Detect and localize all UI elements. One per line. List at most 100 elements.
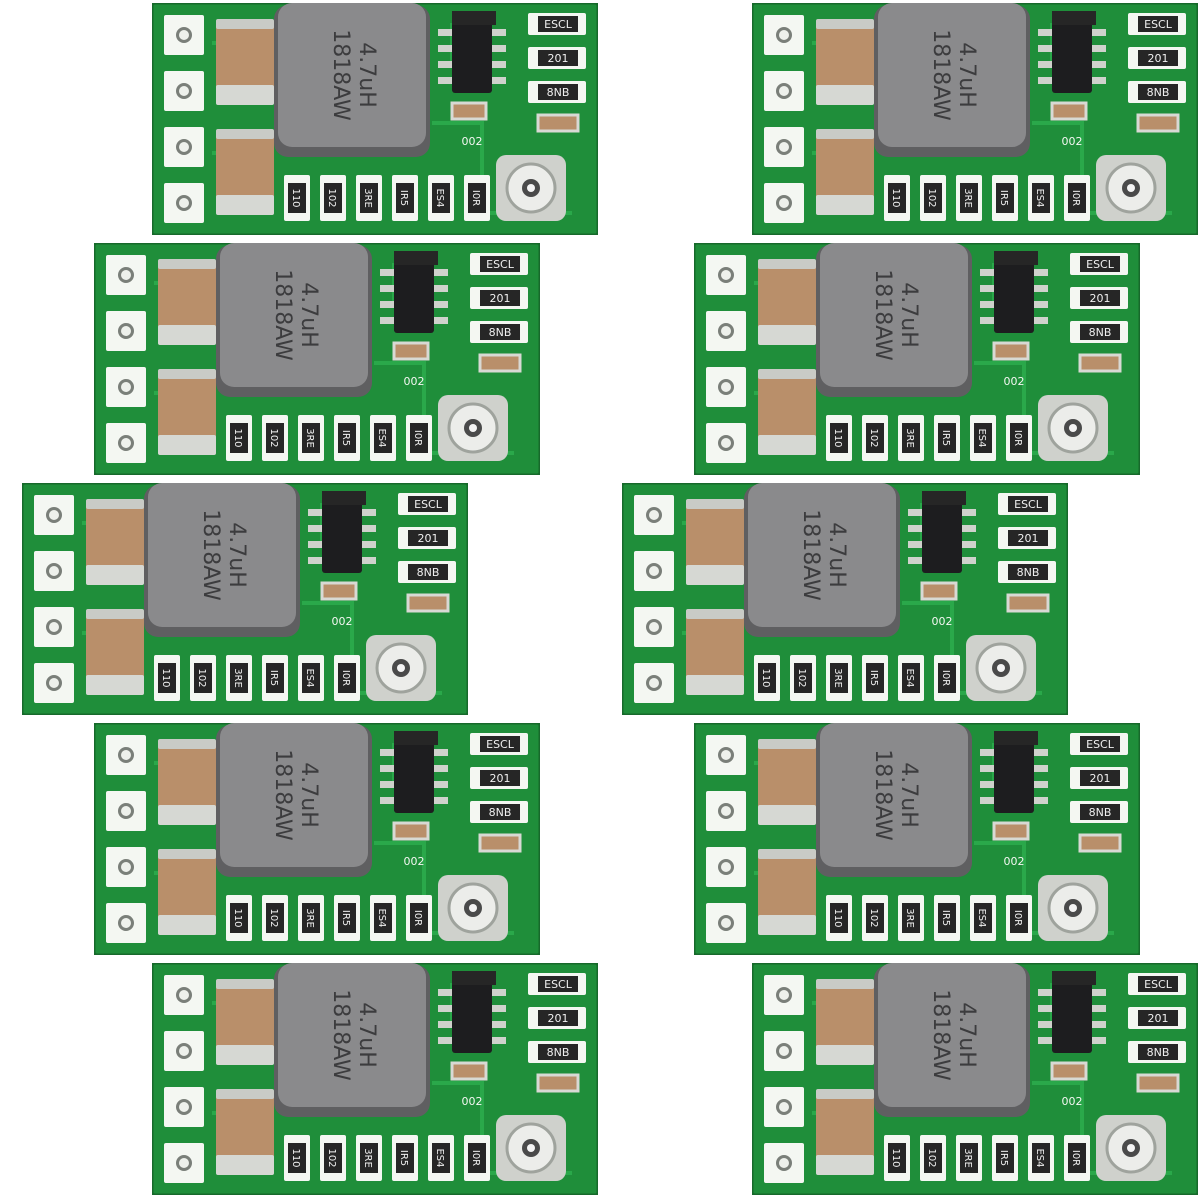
resistor-marking-group: I0R xyxy=(1070,190,1081,206)
capacitor-terminal xyxy=(816,979,874,989)
resistor-marking-group: 110 xyxy=(832,908,843,927)
resistor-marking: IR5 xyxy=(998,190,1009,206)
inductor-value: 4.7uH xyxy=(296,762,321,827)
via-hole-center xyxy=(121,750,131,760)
resistor-marking-group: 102 xyxy=(268,428,279,447)
capacitor xyxy=(158,259,216,345)
capacitor xyxy=(816,129,874,215)
resistor-marking: 102 xyxy=(926,188,937,207)
ic-pin xyxy=(434,749,448,756)
potentiometer-screw-center xyxy=(1069,904,1077,912)
ic-pin xyxy=(308,541,322,548)
via-hole-center xyxy=(179,1046,189,1056)
resistor-marking: 110 xyxy=(232,908,243,927)
resistor-marking-group: ES4 xyxy=(434,1148,445,1167)
smd-resistor xyxy=(360,1143,378,1173)
via-hole-center xyxy=(49,622,59,632)
smd-capacitor xyxy=(992,341,1030,361)
resistor-marking: 110 xyxy=(232,428,243,447)
capacitor-terminal xyxy=(816,85,874,105)
resistor-marking-group: 102 xyxy=(326,1148,337,1167)
inductor-value: 4.7uH xyxy=(224,522,249,587)
resistor-marking: 8NB xyxy=(1089,326,1112,339)
resistor-marking: IR5 xyxy=(868,670,879,686)
capacitor-terminal xyxy=(158,259,216,269)
resistor-marking: 201 xyxy=(490,292,511,305)
resistor-marking: 8NB xyxy=(417,566,440,579)
resistor-marking: IR5 xyxy=(340,430,351,446)
ic-pin xyxy=(362,541,376,548)
resistor-marking-group: 110 xyxy=(232,908,243,927)
resistor-marking-group: 102 xyxy=(926,1148,937,1167)
ic-pin xyxy=(1092,45,1106,52)
capacitor xyxy=(86,609,144,695)
resistor-marking-group: 102 xyxy=(868,428,879,447)
resistor-marking-group: ES4 xyxy=(976,428,987,447)
smd-resistor xyxy=(410,903,428,933)
ic-bottom-marking: 002 xyxy=(1004,855,1025,868)
ic-pin xyxy=(1034,317,1048,324)
resistor-marking-group: 102 xyxy=(326,188,337,207)
ic-pin xyxy=(308,557,322,564)
smd-capacitor xyxy=(450,1061,488,1081)
smd-resistor xyxy=(302,903,320,933)
ic-pin xyxy=(308,525,322,532)
resistor-marking-group: 110 xyxy=(290,1148,301,1167)
ic-pin xyxy=(1038,989,1052,996)
smd-resistor xyxy=(830,903,848,933)
resistor-marking: ESCL xyxy=(414,498,443,511)
smd-resistor xyxy=(902,663,920,693)
ic-pin xyxy=(1038,77,1052,84)
smd-resistor xyxy=(538,1010,578,1026)
capacitor xyxy=(816,1089,874,1175)
resistor-marking: I0R xyxy=(1012,430,1023,446)
resistor-marking-group: ES4 xyxy=(376,908,387,927)
resistor-marking-group: I0R xyxy=(340,670,351,686)
ic-pin xyxy=(492,989,506,996)
ic-pin xyxy=(492,61,506,68)
resistor-marking: 102 xyxy=(926,1148,937,1167)
smd-resistor xyxy=(538,976,578,992)
capacitor xyxy=(816,979,874,1065)
capacitor xyxy=(758,259,816,345)
inductor-body xyxy=(278,963,426,1107)
smd-resistor xyxy=(1008,564,1048,580)
capacitor-terminal xyxy=(216,1045,274,1065)
smd-resistor xyxy=(996,183,1014,213)
ic-pin xyxy=(980,797,994,804)
capacitor xyxy=(216,1089,274,1175)
smd-resistor xyxy=(394,731,438,745)
resistor-marking-group: IR5 xyxy=(998,190,1009,206)
resistor-marking: 102 xyxy=(268,908,279,927)
smd-resistor xyxy=(408,496,448,512)
resistor-marking: 201 xyxy=(1148,52,1169,65)
smd-resistor xyxy=(266,903,284,933)
ic-pin xyxy=(1092,989,1106,996)
resistor-marking: I0R xyxy=(1012,910,1023,926)
smd-resistor xyxy=(538,50,578,66)
ic-pin xyxy=(438,77,452,84)
smd-resistor xyxy=(866,903,884,933)
smd-resistor xyxy=(1032,1143,1050,1173)
smd-resistor xyxy=(1138,1010,1178,1026)
via-hole-center xyxy=(649,566,659,576)
smd-resistor xyxy=(960,183,978,213)
resistor-marking: I0R xyxy=(412,910,423,926)
ic-pin xyxy=(1092,77,1106,84)
smd-capacitor xyxy=(1136,113,1180,133)
smd-resistor xyxy=(538,16,578,32)
via-hole-center xyxy=(179,86,189,96)
via-hole-center xyxy=(779,1102,789,1112)
ic-pin xyxy=(1034,797,1048,804)
resistor-marking: ESCL xyxy=(1014,498,1043,511)
inductor-value: 4.7uH xyxy=(896,762,921,827)
ic-pin xyxy=(980,269,994,276)
resistor-marking-group: ES4 xyxy=(304,668,315,687)
smd-resistor xyxy=(1080,256,1120,272)
